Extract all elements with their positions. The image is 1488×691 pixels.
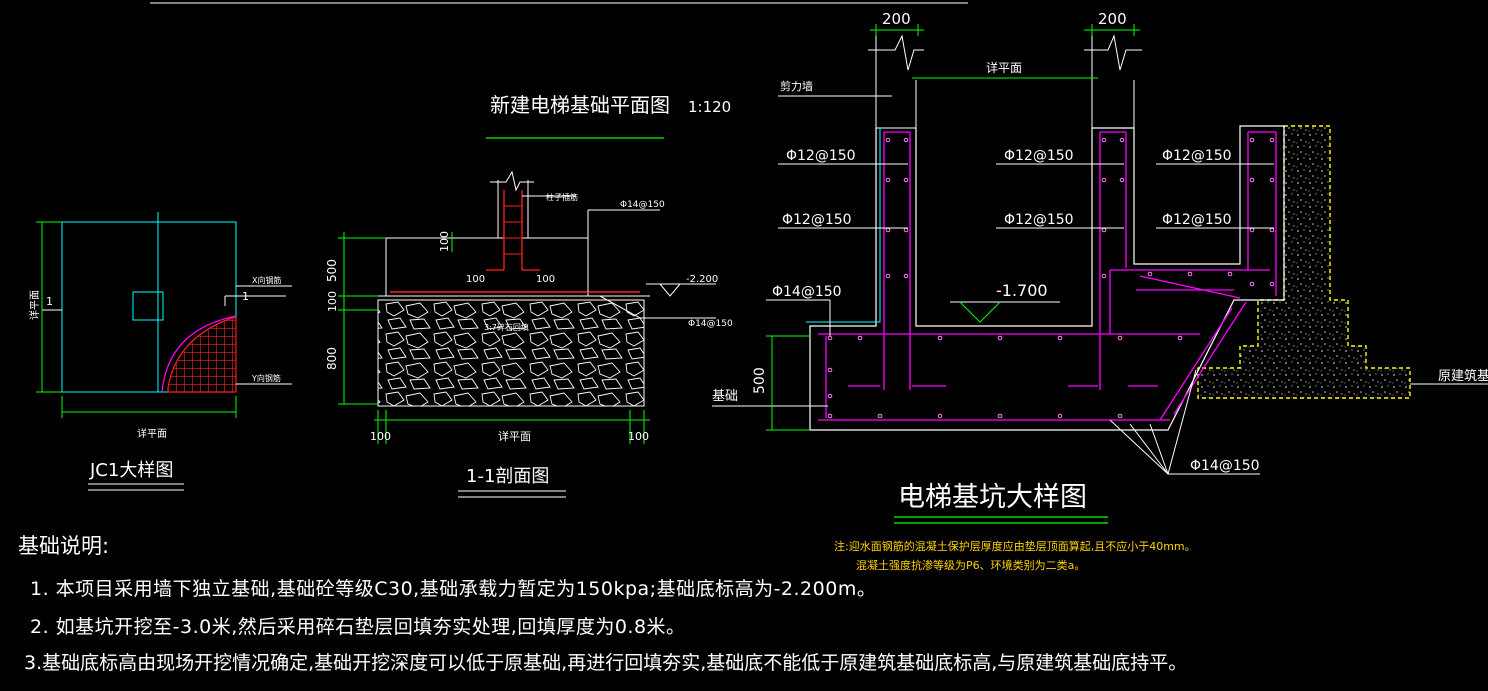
pit-dim-200-a: 200 — [882, 10, 911, 28]
pit-r2b: Φ12@150 — [1004, 212, 1074, 228]
plan-scale: 1:120 — [688, 98, 731, 116]
pit-detail-plan: 详平面 — [986, 60, 1022, 75]
jc1-dim-bottom: 详平面 — [137, 427, 167, 440]
pit-dim-500: 500 — [752, 367, 768, 394]
pit-shear-wall: 剪力墙 — [780, 79, 813, 93]
section-dim-100-top: 100 — [438, 231, 451, 252]
section-1-1: 500 100 800 100 100 100 柱子插筋 Φ14@150 -2.… — [325, 170, 733, 498]
section-title: 1-1剖面图 — [466, 466, 549, 487]
pit-r2c: Φ12@150 — [1162, 212, 1232, 228]
pit-r1b: Φ12@150 — [1004, 148, 1074, 164]
jc1-x-label: X向钢筋 — [252, 275, 281, 285]
jc1-dim-left: 详平面 — [28, 290, 41, 320]
pit-title: 电梯基坑大样图 — [898, 482, 1087, 513]
pit-r2a: Φ12@150 — [782, 212, 852, 228]
pit-foundation: 基础 — [712, 389, 738, 404]
section-dim-bottom-right: 100 — [628, 430, 649, 443]
jc1-y-label: Y向钢筋 — [251, 373, 281, 383]
pit-elev: -1.700 — [996, 281, 1048, 300]
pit-detail: 200 200 详平面 剪力墙 Φ12@150 Φ12@150 Φ12@150 … — [712, 10, 1488, 524]
section-elev: -2.200 — [686, 274, 718, 285]
section-dim-100-b: 100 — [536, 274, 555, 285]
jc1-axis-mark-left: 1 — [46, 295, 53, 308]
pit-r1a: Φ12@150 — [786, 148, 856, 164]
plan-title-group: 新建电梯基础平面图 1:120 — [486, 93, 731, 139]
pit-existing: 原建筑基础 — [1438, 368, 1488, 384]
section-dim-500: 500 — [325, 259, 339, 282]
section-dim-bottom-mid: 详平面 — [498, 429, 531, 443]
plan-title: 新建电梯基础平面图 — [490, 93, 670, 117]
section-column-label: 柱子插筋 — [546, 192, 578, 202]
section-rebar-right: Φ14@150 — [688, 319, 733, 329]
jc1-title: JC1大样图 — [89, 460, 173, 481]
section-dim-800: 800 — [325, 347, 339, 370]
jc1-axis-mark-right: 1 — [242, 290, 249, 303]
section-rebar-top-right: Φ14@150 — [620, 200, 665, 210]
pit-r14-bottom: Φ14@150 — [1190, 458, 1260, 474]
pit-r1c: Φ12@150 — [1162, 148, 1232, 164]
pit-r14-left: Φ14@150 — [772, 284, 842, 300]
section-dim-100-left: 100 — [326, 291, 339, 312]
jc1-detail: 详平面 详平面 1 1 X向钢筋 Y向钢筋 JC1大样图 — [28, 212, 292, 491]
section-gravel-label: 3:7碎石回填 — [484, 322, 529, 332]
pit-dim-200-b: 200 — [1098, 10, 1127, 28]
section-dim-bottom-left: 100 — [370, 430, 391, 443]
section-dim-100-a: 100 — [466, 274, 485, 285]
